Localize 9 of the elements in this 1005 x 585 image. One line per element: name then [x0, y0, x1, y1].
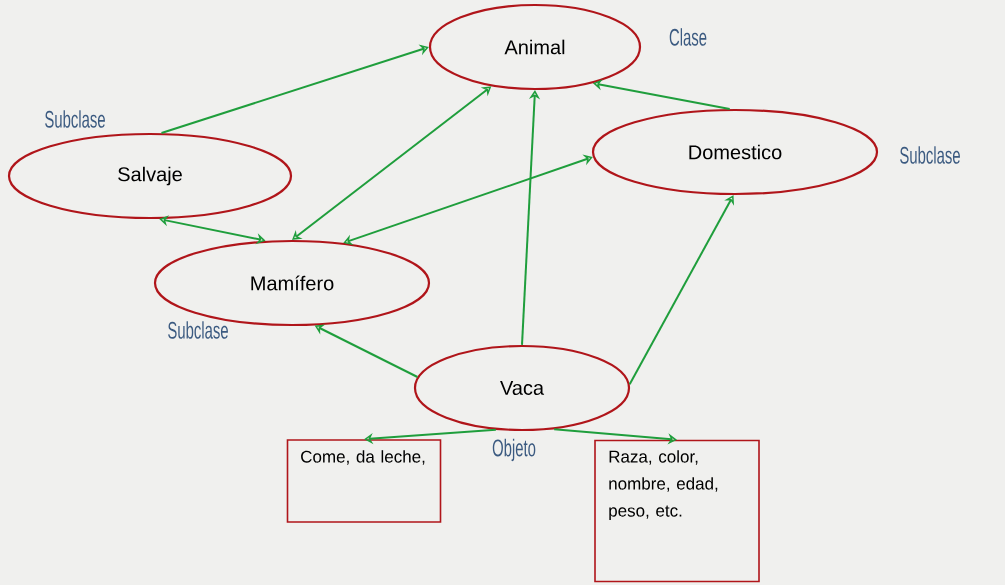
category-label: Subclase — [45, 110, 105, 128]
arrow — [160, 44, 429, 135]
category-label: Objeto — [492, 438, 536, 462]
arrow — [364, 428, 497, 445]
category-label: Subclase — [900, 146, 960, 164]
attribute-box: Raza, color, nombre, edad, peso, etc. — [594, 439, 760, 583]
category-label: Clase — [669, 28, 707, 46]
attribute-box: Come, da leche, — [286, 439, 442, 523]
arrow — [343, 154, 593, 246]
